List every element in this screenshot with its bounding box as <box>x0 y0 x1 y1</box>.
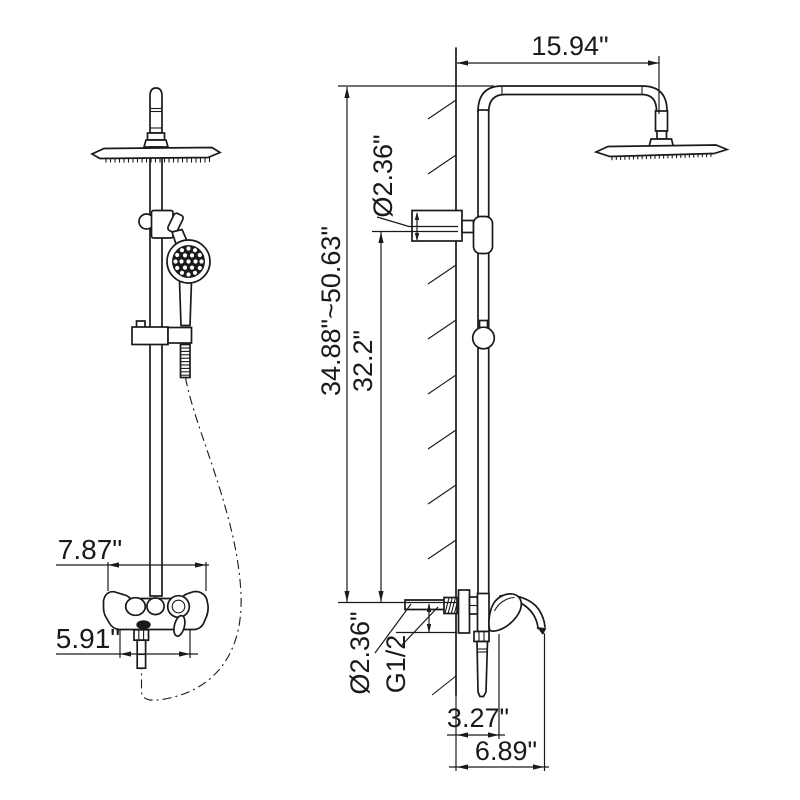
dim-spout-reach-label: 6.89" <box>475 736 537 766</box>
dim-valve-width: 7.87" <box>56 534 209 591</box>
side-hand-shower-handle <box>476 640 489 698</box>
dim-bracket-diameter: Ø2.36" <box>368 134 458 241</box>
dim-spout-center: 3.27" <box>447 634 509 771</box>
side-valve-body <box>476 592 490 633</box>
dim-bar-height-label: 32.2" <box>348 330 378 392</box>
side-slider-knob <box>471 326 496 350</box>
dim-inlet: Ø2.36" G1/2 <box>345 603 457 695</box>
dim-inlet-diameter-label: Ø2.36" <box>345 611 375 694</box>
side-riser-pipe <box>477 109 490 599</box>
front-hose-spring <box>179 343 191 379</box>
side-head-nozzles <box>611 152 712 161</box>
dim-spout-center-label: 3.27" <box>447 703 509 733</box>
dim-valve-spacing-label: 5.91" <box>56 623 120 654</box>
front-riser-pipe <box>149 146 163 597</box>
dim-valve-width-label: 7.87" <box>58 534 122 565</box>
front-knob-center <box>146 597 165 616</box>
dim-overall-height-label: 34.88"~50.63" <box>316 226 346 396</box>
side-hand-shower-head <box>488 592 523 632</box>
front-hand-shower-nozzles <box>173 246 204 277</box>
front-shower-hose <box>140 377 242 701</box>
dim-top-width-label: 15.94" <box>531 31 608 61</box>
side-supply-inlet <box>404 596 458 615</box>
side-shower-arm <box>477 85 668 113</box>
side-pipe-collar <box>472 215 494 255</box>
front-knob-left <box>124 596 147 617</box>
side-view <box>404 47 730 698</box>
dim-valve-spacing: 5.91" <box>56 623 198 658</box>
front-lower-bracket <box>131 326 169 346</box>
dim-thread-label: G1/2 <box>381 635 411 694</box>
front-hand-shower-handle <box>178 280 193 327</box>
dimension-annotations: 15.94" 34.88"~50.63" 32.2" <box>56 31 660 771</box>
dim-bracket-diameter-label: Ø2.36" <box>368 134 398 217</box>
side-wall-bracket <box>411 209 463 242</box>
front-lever-handle <box>173 614 186 637</box>
front-head-nozzles <box>105 157 211 163</box>
side-head-connector <box>654 110 669 132</box>
dim-top-width: 15.94" <box>457 31 660 114</box>
front-top-pipe <box>149 87 163 134</box>
front-head-collar <box>146 132 166 141</box>
side-escutcheon <box>457 589 471 634</box>
dim-overall-height: 34.88"~50.63" <box>316 85 494 604</box>
front-rain-shower-head <box>90 146 222 160</box>
front-diverter <box>166 594 191 619</box>
front-outlet-nut <box>133 628 150 642</box>
dim-bar-height: 32.2" <box>348 230 458 602</box>
front-outlet-seal <box>136 620 151 630</box>
dim-spout-reach: 6.89" <box>449 626 549 771</box>
